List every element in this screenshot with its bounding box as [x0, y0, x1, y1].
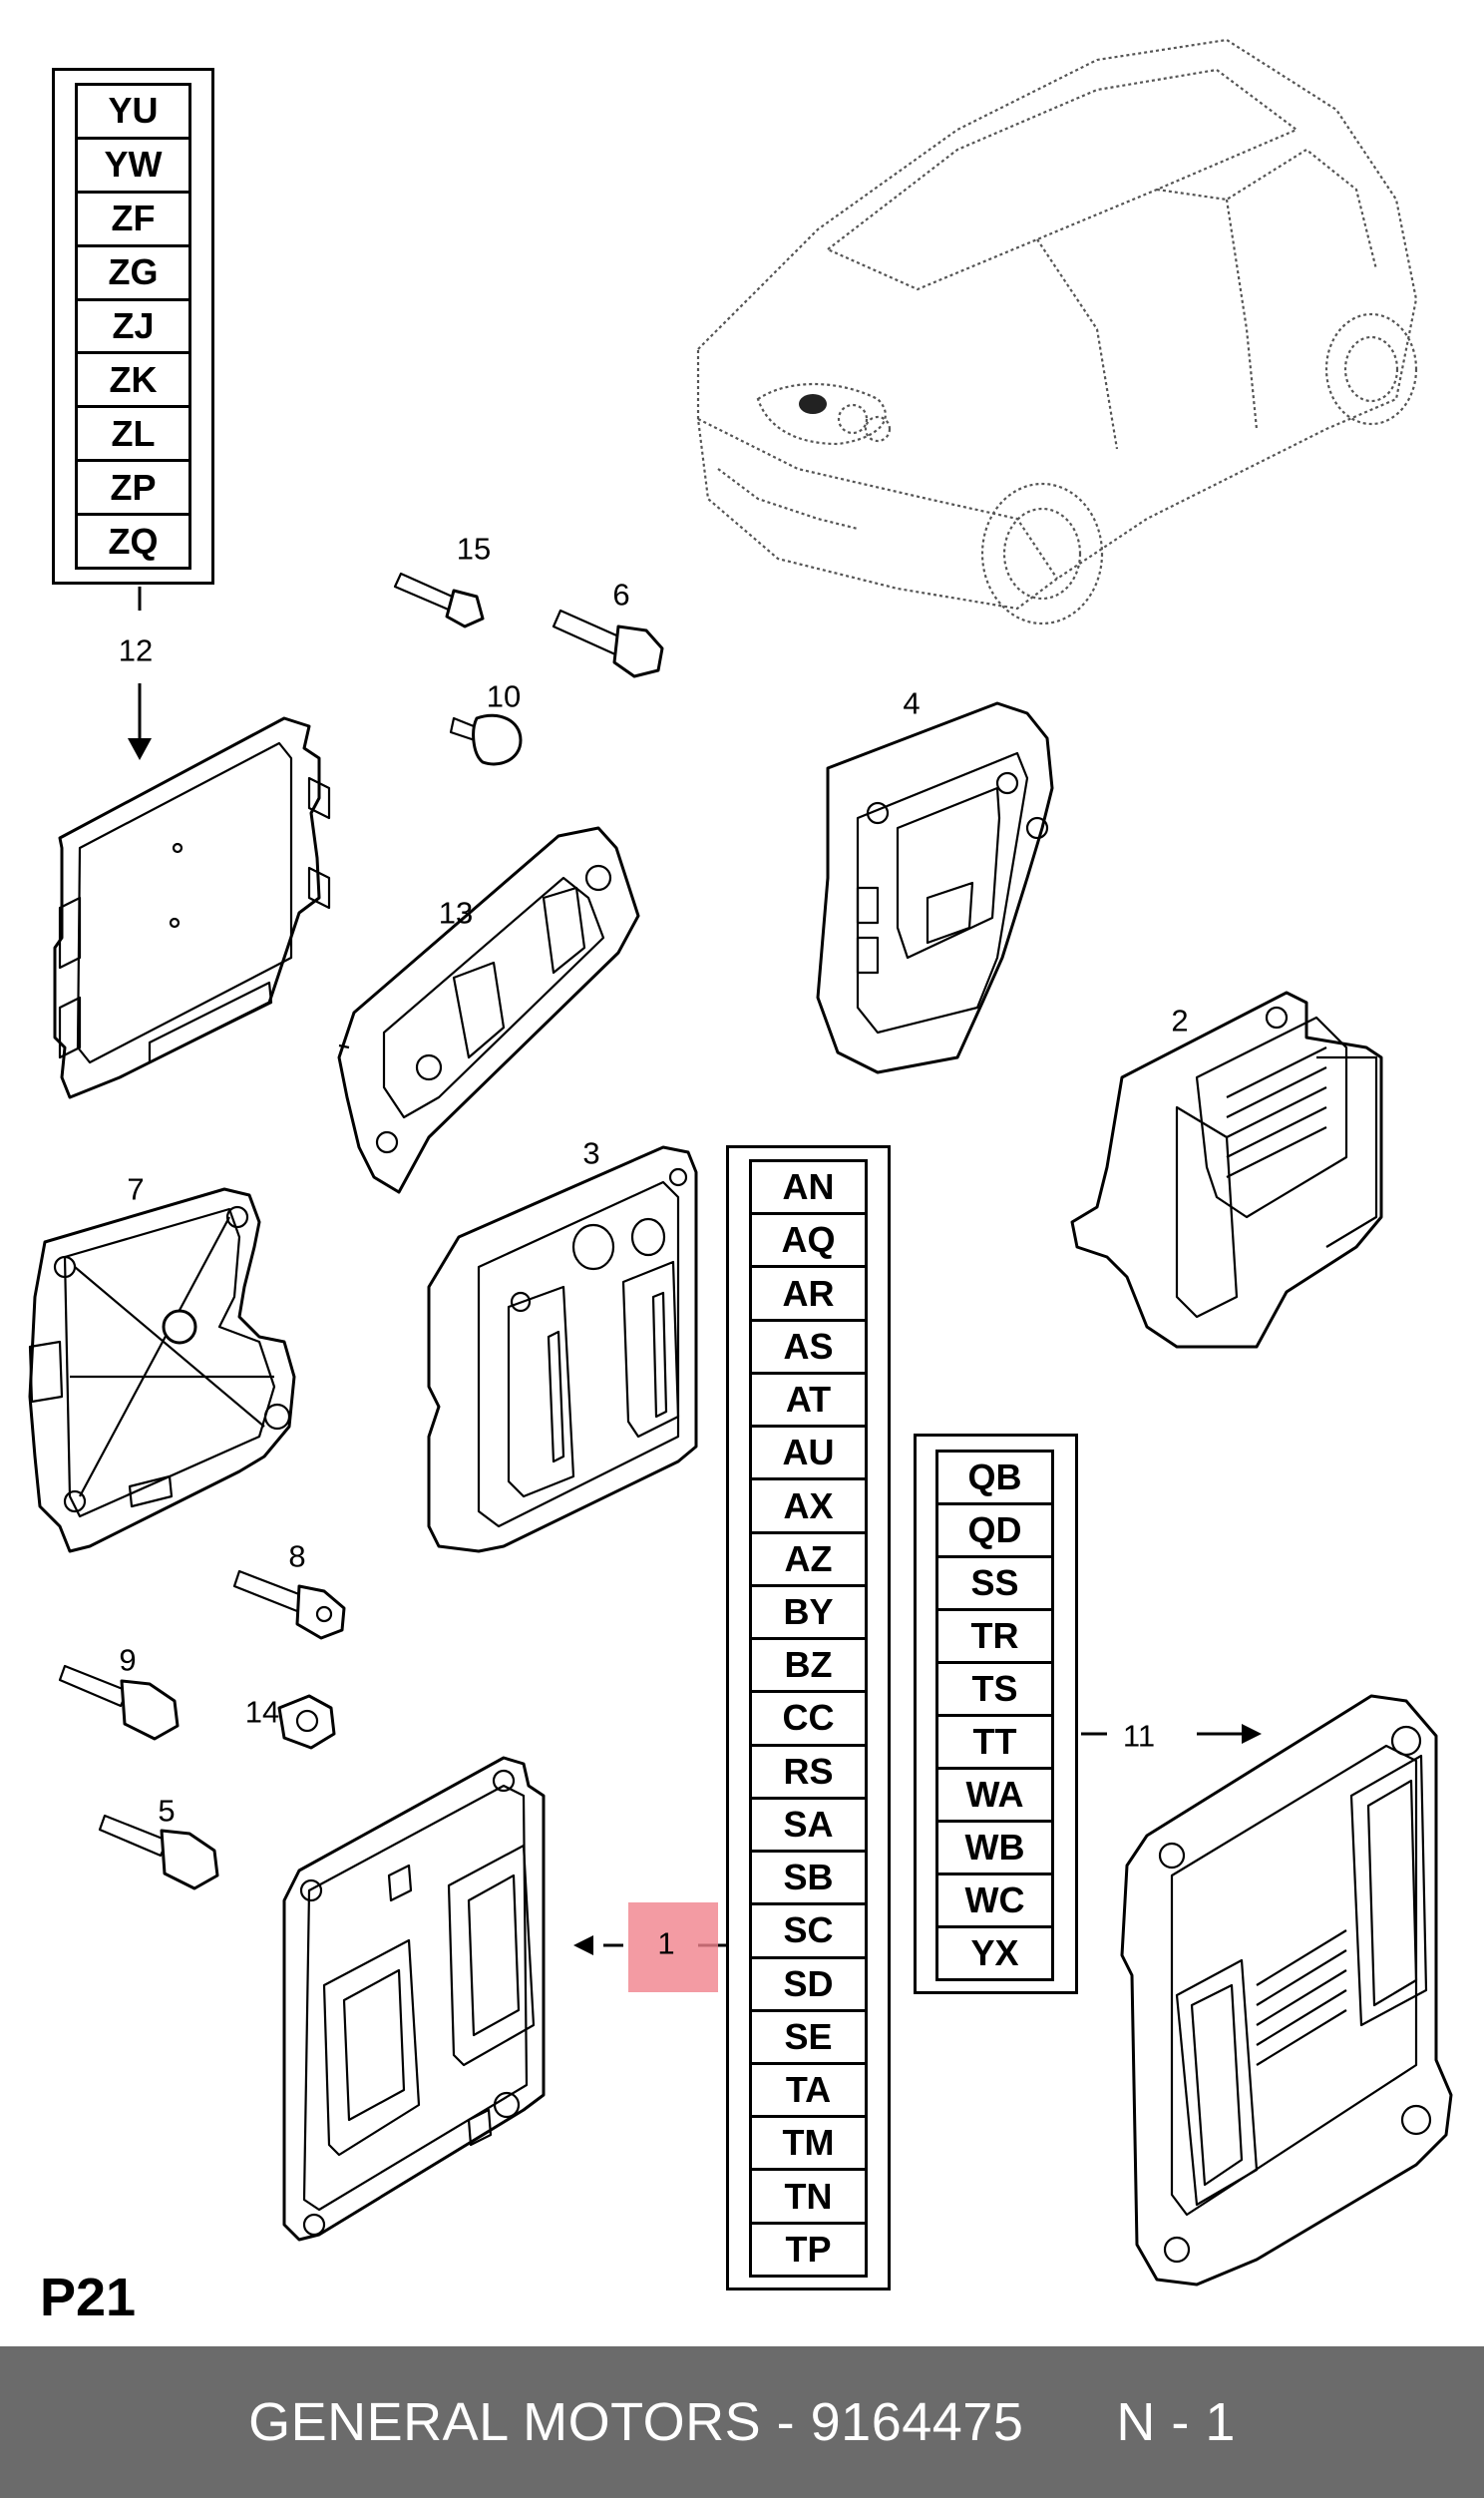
callout-1-highlight [628, 1902, 718, 1992]
callout-3: 3 [582, 1135, 600, 1171]
part-3-ecu [427, 1145, 698, 1553]
part-5-bolt [98, 1814, 219, 1890]
code-cell: AQ [752, 1212, 865, 1265]
callout-5: 5 [158, 1793, 176, 1829]
code-cell: BY [752, 1583, 865, 1637]
code-cell: YU [108, 90, 159, 132]
callout-1: 1 [657, 1925, 675, 1961]
code-cell: AN [782, 1166, 835, 1208]
code-table-12-inner: YU YW ZF ZG ZJ ZK ZL ZP ZQ [75, 83, 191, 570]
code-cell: TN [752, 2168, 865, 2221]
footer-part-number: GENERAL MOTORS - 9164475 [248, 2392, 1024, 2452]
code-cell: CC [752, 1690, 865, 1743]
part-6-bolt [552, 609, 664, 678]
callout-4: 4 [903, 685, 921, 721]
part-12-ecu [53, 716, 331, 1099]
code-table-12: YU YW ZF ZG ZJ ZK ZL ZP ZQ [52, 68, 214, 585]
code-cell: AU [752, 1425, 865, 1477]
code-cell: TS [938, 1661, 1051, 1714]
part-9-bolt [58, 1664, 180, 1741]
code-cell: AR [752, 1265, 865, 1318]
callout-6: 6 [612, 577, 630, 613]
callout-2: 2 [1171, 1003, 1189, 1039]
code-cell: ZL [78, 405, 188, 459]
footer-quantity: N - 1 [1116, 2392, 1236, 2452]
code-cell: ZG [78, 243, 188, 298]
code-cell: SA [752, 1796, 865, 1850]
callout-10: 10 [486, 678, 522, 714]
code-cell: TT [938, 1714, 1051, 1767]
diagram-drawing [28, 38, 1453, 2287]
callout-11: 11 [1122, 1718, 1156, 1754]
code-cell: WB [938, 1820, 1051, 1873]
code-cell: TA [752, 2061, 865, 2115]
code-cell: AS [752, 1318, 865, 1372]
part-11-ecu [1120, 1694, 1453, 2287]
code-cell: BZ [752, 1637, 865, 1690]
callout-8: 8 [288, 1538, 306, 1574]
footer-bar: GENERAL MOTORS - 9164475 N - 1 [0, 2346, 1484, 2498]
code-cell: TR [938, 1608, 1051, 1661]
code-cell: SC [752, 1902, 865, 1955]
car-illustration [696, 38, 1418, 625]
code-cell: AZ [752, 1530, 865, 1584]
code-cell: WC [938, 1873, 1051, 1925]
code-table-11: QB QD SS TR TS TT WA WB WC YX [914, 1434, 1078, 1994]
callout-9: 9 [119, 1642, 137, 1678]
callout-12: 12 [118, 632, 154, 668]
part-2-ecu [1070, 991, 1383, 1349]
code-cell: TP [752, 2221, 865, 2275]
code-table-1: AN AQ AR AS AT AU AX AZ BY BZ CC RS SA S… [726, 1145, 891, 2290]
part-8-bolt [232, 1569, 346, 1640]
code-cell: RS [752, 1743, 865, 1797]
part-10-screw [449, 713, 523, 766]
callout-13: 13 [438, 895, 474, 931]
part-14-nut [277, 1694, 336, 1750]
code-cell: SB [752, 1850, 865, 1902]
code-cell: SD [752, 1955, 865, 2009]
parts-diagram: YU YW ZF ZG ZJ ZK ZL ZP ZQ AN AQ AR AS A… [28, 38, 1453, 2327]
code-cell: YW [78, 136, 188, 191]
part-13-bracket [337, 826, 640, 1194]
code-cell: ZF [78, 190, 188, 244]
callout-15: 15 [456, 531, 492, 567]
leader-lines [128, 587, 1262, 1955]
callout-14: 14 [244, 1694, 280, 1730]
callout-7: 7 [127, 1171, 145, 1207]
code-cell: SE [752, 2008, 865, 2062]
code-cell: AX [752, 1477, 865, 1530]
code-cell: TM [752, 2115, 865, 2168]
code-table-1-inner: AN AQ AR AS AT AU AX AZ BY BZ CC RS SA S… [749, 1159, 868, 2278]
part-15-bolt [393, 572, 485, 628]
code-cell: SS [938, 1555, 1051, 1608]
code-cell: ZP [78, 459, 188, 513]
part-7-cover [28, 1187, 296, 1553]
code-table-11-inner: QB QD SS TR TS TT WA WB WC YX [935, 1450, 1054, 1981]
page-reference: P21 [40, 2268, 137, 2327]
code-cell: WA [938, 1767, 1051, 1820]
code-cell: ZK [78, 351, 188, 405]
code-cell: YX [938, 1925, 1051, 1978]
code-cell: ZQ [78, 513, 188, 567]
part-1-ecu [282, 1756, 546, 2242]
code-cell: QB [967, 1457, 1022, 1497]
part-4-ecu [816, 701, 1054, 1074]
code-cell: AT [752, 1371, 865, 1425]
code-cell: QD [938, 1502, 1051, 1555]
footer-spacer [1023, 2391, 1116, 2453]
code-cell: ZJ [78, 297, 188, 352]
